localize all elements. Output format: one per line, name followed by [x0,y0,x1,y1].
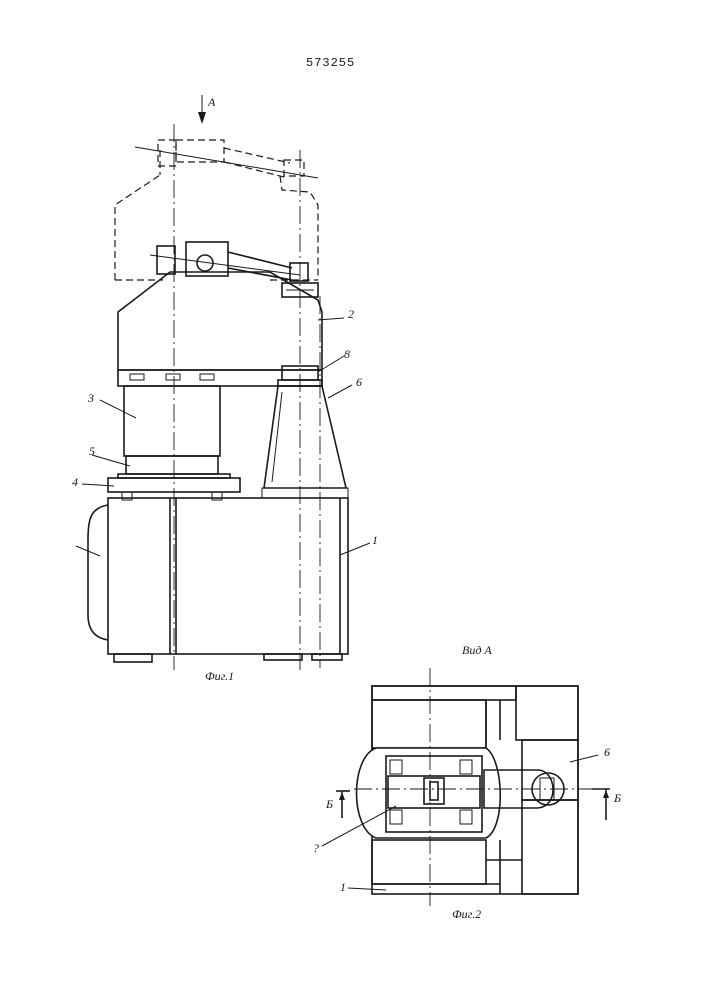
view-arrow-label: А [207,95,216,109]
label-question-fig2: ? [313,841,319,855]
figure-2-caption: Фиг.2 [452,907,481,921]
section-mark-left: Б [325,791,350,818]
patent-number: 573255 [306,56,355,70]
label-8: 8 [344,347,350,361]
label-2: 2 [348,307,354,321]
label-1: 1 [372,533,378,547]
column-6 [264,386,346,488]
base-body-1 [88,498,348,662]
figure-1: А [72,95,378,683]
section-mark-right: Б [592,789,621,820]
section-label-left: Б [325,797,333,811]
view-arrow-a: А [198,95,216,124]
upper-head-2 [118,242,322,386]
label-6: 6 [356,375,362,389]
label-6-fig2: 6 [604,745,610,759]
ring-5 [126,456,218,474]
label-1-fig2: 1 [340,880,346,894]
cylinder-3 [124,386,220,456]
figure-2: Вид А [313,643,621,921]
label-3: 3 [87,391,94,405]
view-title: Вид А [462,643,492,657]
label-4: 4 [72,475,78,489]
dashed-raised-arm [115,140,318,280]
section-label-right: Б [613,791,621,805]
label-5: 5 [89,444,95,458]
figure-1-caption: Фиг.1 [205,669,234,683]
